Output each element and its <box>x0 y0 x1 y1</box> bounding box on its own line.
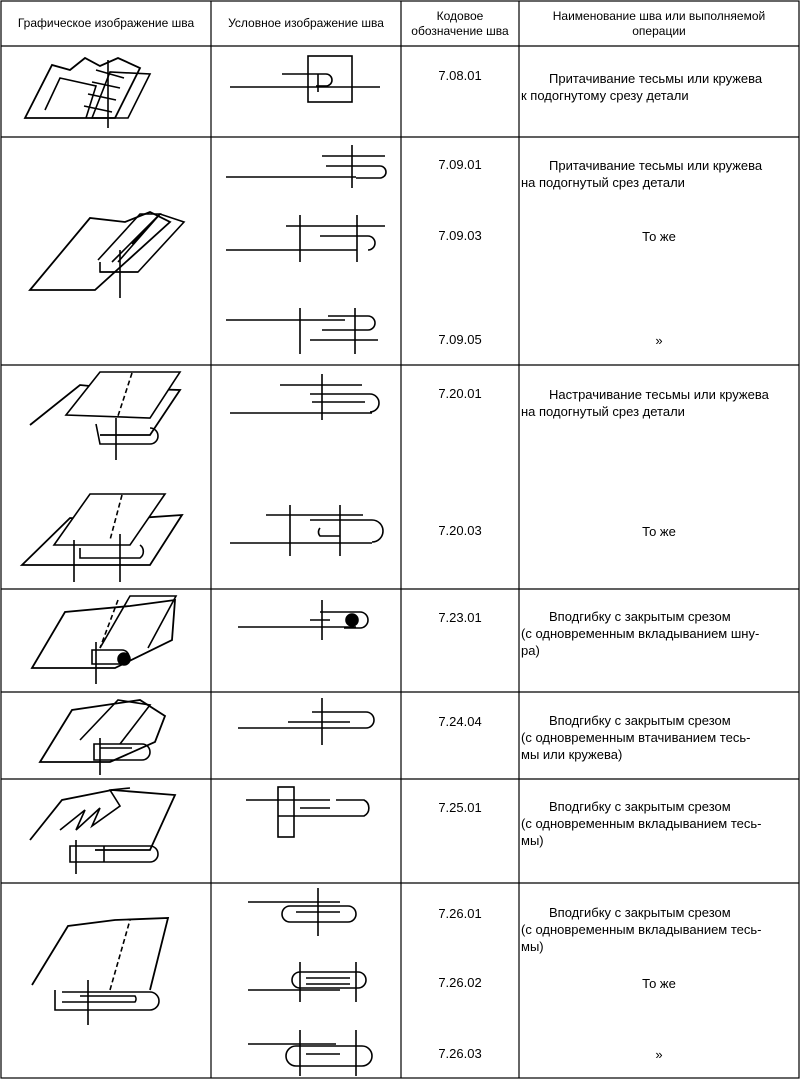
header-name-line2: операции <box>632 24 686 38</box>
desc-line: мы) <box>521 833 544 848</box>
code-7-26-01: 7.26.01 <box>438 906 482 921</box>
desc-line: мы) <box>521 939 544 954</box>
desc-7-23-01: Вподгибку с закрытым срезом (с одновреме… <box>521 608 797 659</box>
desc-line: на подогнутый срез детали <box>521 175 685 190</box>
graphic-seam-7-20-03 <box>19 493 184 582</box>
desc-7-24-04: Вподгибку с закрытым срезом (с одновреме… <box>521 712 797 763</box>
symbol-seam-7-09-01 <box>226 145 387 188</box>
graphic-seam-7-20-01 <box>29 371 182 460</box>
code-7-26-03: 7.26.03 <box>438 1046 482 1061</box>
desc-7-09-03: То же <box>642 229 676 244</box>
header-symbol: Условное изображение шва <box>228 16 384 30</box>
header-name-line1: Наименование шва или выполняемой <box>552 9 766 23</box>
code-7-20-03: 7.20.03 <box>438 523 482 538</box>
desc-7-26-03: » <box>655 1047 663 1062</box>
code-7-08-01: 7.08.01 <box>438 68 482 83</box>
desc-line: Вподгибку с закрытым срезом <box>549 609 731 624</box>
symbol-seam-7-25-01 <box>246 786 370 838</box>
desc-7-20-03: То же <box>642 524 676 539</box>
symbol-seam-7-09-05 <box>226 308 378 354</box>
graphic-seam-7-24-04 <box>38 699 167 775</box>
code-7-23-01: 7.23.01 <box>438 610 482 625</box>
graphic-seam-7-09 <box>28 211 186 298</box>
desc-line: к подогнутому срезу детали <box>521 88 689 103</box>
symbol-seam-7-26-01 <box>248 888 357 936</box>
graphic-seam-7-23-01 <box>30 595 178 684</box>
symbol-seam-7-20-03 <box>230 505 384 556</box>
desc-line: Вподгибку с закрытым срезом <box>549 713 731 728</box>
desc-7-25-01: Вподгибку с закрытым срезом (с одновреме… <box>521 798 797 849</box>
header-code-line1: Кодовое <box>436 9 484 23</box>
graphic-seam-7-25-01 <box>29 787 177 874</box>
code-7-25-01: 7.25.01 <box>438 800 482 815</box>
symbol-seam-7-23-01 <box>238 600 369 640</box>
desc-line: мы или кружева) <box>521 747 623 762</box>
desc-line: Вподгибку с закрытым срезом <box>549 799 731 814</box>
code-7-09-01: 7.09.01 <box>438 157 482 172</box>
header-name: Наименование шва или выполняемой операци… <box>520 9 798 39</box>
symbol-seam-7-24-04 <box>238 698 375 745</box>
desc-line: (с одновременным втачиванием тесь- <box>521 730 751 745</box>
desc-line: Притачивание тесьмы или кружева <box>549 158 763 173</box>
desc-line: Притачивание тесьмы или кружева <box>549 71 763 86</box>
desc-line: на подогнутый срез детали <box>521 404 685 419</box>
desc-line: Настрачивание тесьмы или кружева <box>549 387 769 402</box>
desc-line: Вподгибку с закрытым срезом <box>549 905 731 920</box>
header-code: Кодовое обозначение шва <box>402 9 518 39</box>
code-7-26-02: 7.26.02 <box>438 975 482 990</box>
header-code-line2: обозначение шва <box>411 24 509 38</box>
symbol-seam-7-26-02 <box>248 962 367 1002</box>
desc-7-26-02: То же <box>642 976 676 991</box>
code-7-24-04: 7.24.04 <box>438 714 482 729</box>
desc-7-09-01: Притачивание тесьмы или кружева на подог… <box>521 157 797 191</box>
code-7-09-05: 7.09.05 <box>438 332 482 347</box>
desc-line: (с одновременным вкладыванием шну- <box>521 626 760 641</box>
desc-7-09-05: » <box>655 333 663 348</box>
desc-7-20-01: Настрачивание тесьмы или кружева на подо… <box>521 386 797 420</box>
code-7-09-03: 7.09.03 <box>438 228 482 243</box>
graphic-seam-7-26 <box>31 917 170 1025</box>
desc-7-26-01: Вподгибку с закрытым срезом (с одновреме… <box>521 904 797 955</box>
graphic-seam-7-08-01 <box>23 56 152 128</box>
symbol-seam-7-09-03 <box>226 215 385 262</box>
desc-7-08-01: Притачивание тесьмы или кружева к подогн… <box>521 70 797 104</box>
symbol-seam-7-20-01 <box>230 374 380 420</box>
header-graphic: Графическое изображение шва <box>17 16 195 30</box>
code-7-20-01: 7.20.01 <box>438 386 482 401</box>
desc-line: ра) <box>521 643 540 658</box>
symbol-seam-7-08-01 <box>230 55 380 103</box>
desc-line: (с одновременным вкладыванием тесь- <box>521 816 762 831</box>
desc-line: (с одновременным вкладыванием тесь- <box>521 922 762 937</box>
symbol-seam-7-26-03 <box>248 1030 373 1076</box>
